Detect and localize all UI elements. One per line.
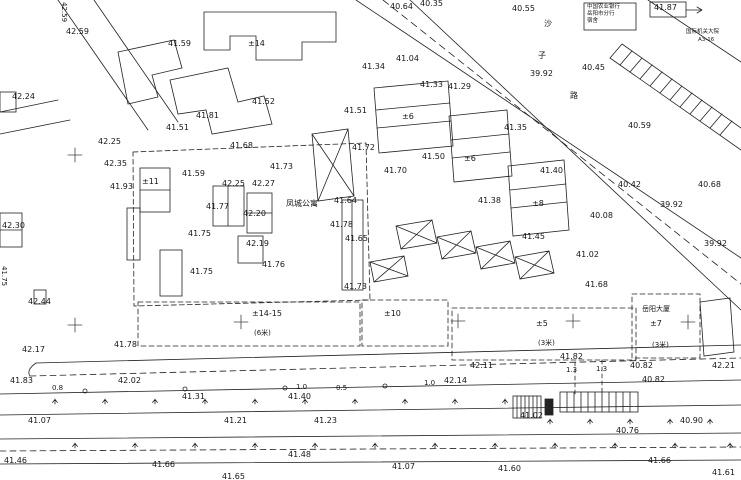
crosswalks (512, 391, 639, 419)
topleft-street (0, 0, 179, 135)
hatched-buildings (369, 219, 555, 283)
bottom-roads (0, 344, 741, 465)
diagonal-road (355, 0, 741, 311)
utility-circle-symbols (82, 383, 388, 394)
embankment-hatch (609, 43, 741, 151)
topleft-buildings (117, 11, 337, 135)
right-buildings (373, 80, 735, 357)
center-complex-buildings (126, 128, 371, 307)
survey-cross-marks (67, 147, 696, 333)
left-edge-buildings (0, 212, 47, 305)
topright-annotations (583, 0, 741, 63)
parcel-boundaries (137, 293, 701, 361)
